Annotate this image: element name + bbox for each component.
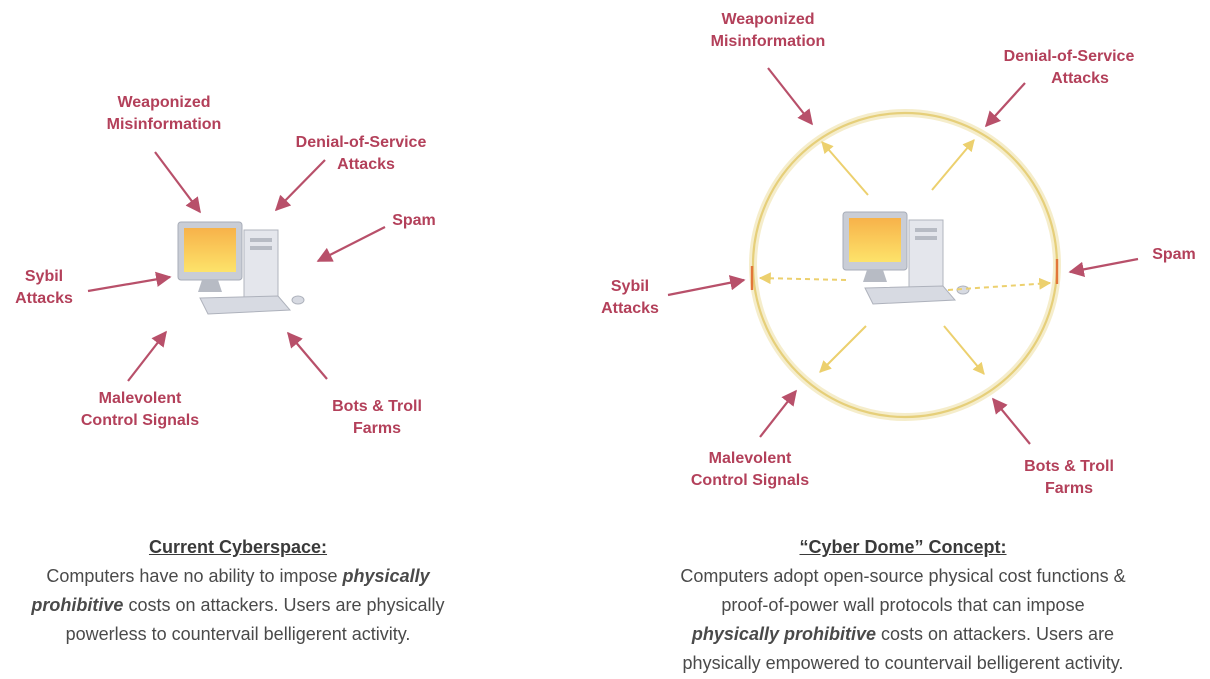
caption-current-cyberspace: Current Cyberspace: Computers have no ab… <box>0 533 488 649</box>
deflect-weaponized <box>821 141 869 196</box>
deflect-malevolent <box>819 325 867 373</box>
threat-arrows-right <box>667 67 1139 445</box>
deflect-sybil <box>758 272 847 285</box>
deflect-bots <box>943 325 985 375</box>
caption-line: physically empowered to countervail bell… <box>682 653 1124 673</box>
arrow-spam <box>1068 257 1139 277</box>
arrow-weaponized <box>767 67 813 126</box>
caption-title: Current Cyberspace: <box>148 537 328 557</box>
caption-cyber-dome: “Cyber Dome” Concept: Computers adopt op… <box>600 533 1206 678</box>
label-spam: Spam <box>392 212 436 229</box>
caption-line: Computers adopt open-source physical cos… <box>680 566 1126 586</box>
arrow-sybil <box>667 275 746 297</box>
deflect-spam <box>947 277 1052 291</box>
arrow-spam <box>316 226 386 262</box>
arrow-bots <box>992 397 1031 445</box>
caption-line: prohibitive costs on attackers. Users ar… <box>31 595 445 615</box>
caption-line: Computers have no ability to impose phys… <box>46 566 430 586</box>
arrow-bots <box>287 331 328 380</box>
computer-icon <box>177 221 305 315</box>
arrow-dos <box>274 159 326 212</box>
deflect-dos <box>931 139 975 191</box>
arrow-weaponized <box>154 151 201 214</box>
arrow-malevolent <box>127 330 167 382</box>
arrow-sybil <box>87 271 172 293</box>
deflection-arrows <box>758 139 1052 375</box>
arrow-malevolent <box>759 389 797 438</box>
caption-line: proof-of-power wall protocols that can i… <box>721 595 1085 615</box>
caption-line: powerless to countervail belligerent act… <box>65 624 411 644</box>
label-spam: Spam <box>1152 246 1196 263</box>
caption-line: physically prohibitive costs on attacker… <box>691 624 1115 644</box>
computer-icon <box>842 211 970 305</box>
arrow-dos <box>984 82 1026 128</box>
threat-arrows-left <box>87 151 386 382</box>
caption-title: “Cyber Dome” Concept: <box>799 537 1007 557</box>
